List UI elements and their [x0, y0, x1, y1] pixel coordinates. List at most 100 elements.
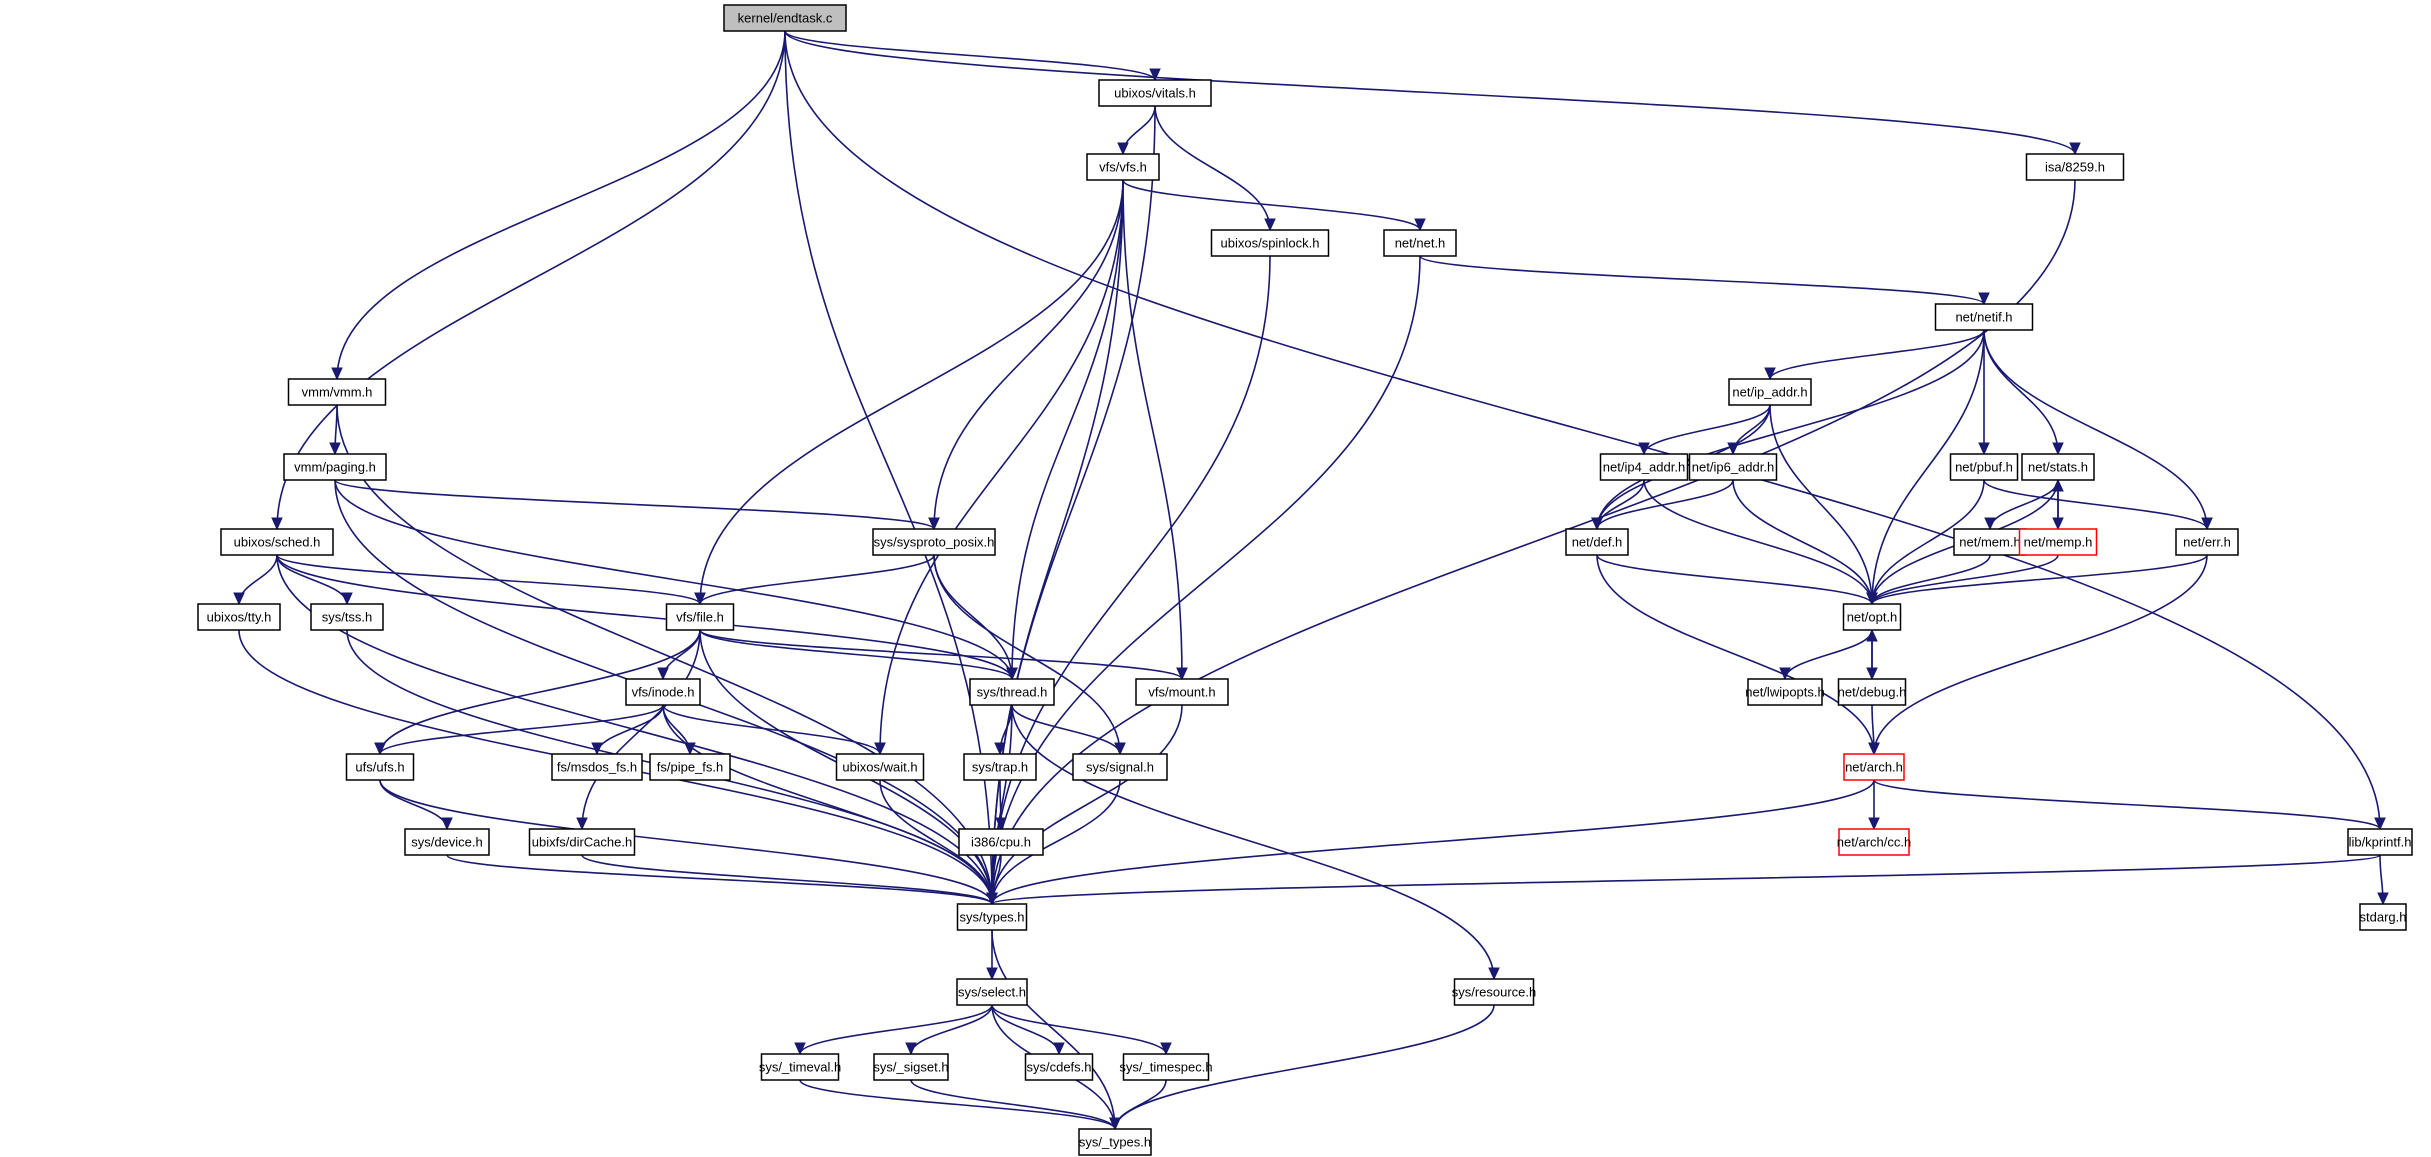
node-box[interactable] — [1599, 453, 1689, 481]
node-types[interactable]: sys/types.h — [956, 903, 1028, 931]
node-box[interactable] — [2025, 153, 2125, 181]
node-box[interactable] — [2021, 453, 2095, 481]
node-box[interactable] — [1934, 303, 2034, 331]
node-box[interactable] — [1953, 528, 2027, 556]
node-paging[interactable]: vmm/paging.h — [283, 453, 387, 481]
node-netif[interactable]: net/netif.h — [1934, 303, 2034, 331]
node-cdefs[interactable]: sys/cdefs.h — [1024, 1053, 1094, 1081]
node-mount[interactable]: vfs/mount.h — [1135, 678, 1229, 706]
node-sigset[interactable]: sys/_sigset.h — [873, 1053, 949, 1081]
node-netnet[interactable]: net/net.h — [1383, 229, 1457, 257]
node-box[interactable] — [1122, 1053, 1210, 1081]
node-box[interactable] — [760, 1053, 840, 1081]
node-tss[interactable]: sys/tss.h — [310, 603, 384, 631]
node-box[interactable] — [2359, 903, 2407, 931]
node-stdarg[interactable]: stdarg.h — [2359, 903, 2407, 931]
node-isa8259[interactable]: isa/8259.h — [2025, 153, 2125, 181]
node-box[interactable] — [283, 453, 387, 481]
node-box[interactable] — [2347, 828, 2413, 856]
node-vmm[interactable]: vmm/vmm.h — [287, 378, 387, 406]
node-lwipopts[interactable]: net/lwipopts.h — [1745, 678, 1825, 706]
node-_types[interactable]: sys/_types.h — [1078, 1128, 1152, 1156]
node-box[interactable] — [1072, 753, 1168, 781]
node-dircache[interactable]: ubixfs/dirCache.h — [528, 828, 636, 856]
node-box[interactable] — [1842, 603, 1902, 631]
node-box[interactable] — [1565, 528, 1629, 556]
node-box[interactable] — [310, 603, 384, 631]
node-resource[interactable]: sys/resource.h — [1452, 978, 1537, 1006]
node-box[interactable] — [956, 903, 1028, 931]
node-arch[interactable]: net/arch.h — [1843, 753, 1905, 781]
node-neterr[interactable]: net/err.h — [2175, 528, 2239, 556]
node-box[interactable] — [1949, 453, 2019, 481]
node-box[interactable] — [625, 678, 701, 706]
node-debug[interactable]: net/debug.h — [1837, 678, 1907, 706]
node-endtask[interactable]: kernel/endtask.c — [723, 4, 847, 32]
node-timeval[interactable]: sys/_timeval.h — [759, 1053, 841, 1081]
node-box[interactable] — [1453, 978, 1535, 1006]
node-cpu[interactable]: i386/cpu.h — [958, 828, 1044, 856]
node-msdos[interactable]: fs/msdos_fs.h — [551, 753, 643, 781]
node-sysproto[interactable]: sys/sysproto_posix.h — [872, 528, 996, 556]
node-box[interactable] — [969, 678, 1055, 706]
node-box[interactable] — [1747, 678, 1823, 706]
node-ufs[interactable]: ufs/ufs.h — [345, 753, 415, 781]
node-box[interactable] — [2018, 528, 2098, 556]
node-box[interactable] — [1210, 229, 1330, 257]
node-ip4addr[interactable]: net/ip4_addr.h — [1599, 453, 1689, 481]
node-box[interactable] — [287, 378, 387, 406]
node-box[interactable] — [1135, 678, 1229, 706]
node-box[interactable] — [1837, 678, 1907, 706]
node-inode[interactable]: vfs/inode.h — [625, 678, 701, 706]
node-box[interactable] — [197, 603, 281, 631]
node-netdef[interactable]: net/def.h — [1565, 528, 1629, 556]
node-pbuf[interactable]: net/pbuf.h — [1949, 453, 2019, 481]
node-thread[interactable]: sys/thread.h — [969, 678, 1055, 706]
node-box[interactable] — [723, 4, 847, 32]
node-box[interactable] — [345, 753, 415, 781]
node-device[interactable]: sys/device.h — [404, 828, 490, 856]
node-box[interactable] — [220, 528, 334, 556]
node-archcc[interactable]: net/arch/cc.h — [1837, 828, 1911, 856]
node-box[interactable] — [1843, 753, 1905, 781]
node-box[interactable] — [873, 1053, 949, 1081]
node-box[interactable] — [404, 828, 490, 856]
node-spinlock[interactable]: ubixos/spinlock.h — [1210, 229, 1330, 257]
node-netopt[interactable]: net/opt.h — [1842, 603, 1902, 631]
node-box[interactable] — [649, 753, 731, 781]
node-box[interactable] — [835, 753, 925, 781]
node-file[interactable]: vfs/file.h — [665, 603, 735, 631]
node-vitals[interactable]: ubixos/vitals.h — [1098, 79, 1212, 107]
node-wait[interactable]: ubixos/wait.h — [835, 753, 925, 781]
node-box[interactable] — [956, 978, 1028, 1006]
node-box[interactable] — [1024, 1053, 1094, 1081]
node-box[interactable] — [1728, 378, 1812, 406]
node-ip6addr[interactable]: net/ip6_addr.h — [1688, 453, 1778, 481]
node-select[interactable]: sys/select.h — [956, 978, 1028, 1006]
node-sched[interactable]: ubixos/sched.h — [220, 528, 334, 556]
node-box[interactable] — [1383, 229, 1457, 257]
node-box[interactable] — [665, 603, 735, 631]
node-box[interactable] — [958, 828, 1044, 856]
node-box[interactable] — [1098, 79, 1212, 107]
node-box[interactable] — [551, 753, 643, 781]
node-ipaddr[interactable]: net/ip_addr.h — [1728, 378, 1812, 406]
node-pipefs[interactable]: fs/pipe_fs.h — [649, 753, 731, 781]
node-signal[interactable]: sys/signal.h — [1072, 753, 1168, 781]
node-box[interactable] — [1838, 828, 1910, 856]
node-netmem[interactable]: net/mem.h — [1953, 528, 2027, 556]
node-stats[interactable]: net/stats.h — [2021, 453, 2095, 481]
node-kprintf[interactable]: lib/kprintf.h — [2347, 828, 2413, 856]
node-box[interactable] — [1688, 453, 1778, 481]
node-memp[interactable]: net/memp.h — [2018, 528, 2098, 556]
node-timespec[interactable]: sys/_timespec.h — [1119, 1053, 1213, 1081]
node-box[interactable] — [2175, 528, 2239, 556]
node-tty[interactable]: ubixos/tty.h — [197, 603, 281, 631]
node-box[interactable] — [963, 753, 1037, 781]
node-vfs[interactable]: vfs/vfs.h — [1086, 153, 1160, 181]
node-box[interactable] — [528, 828, 636, 856]
node-box[interactable] — [872, 528, 996, 556]
node-box[interactable] — [1086, 153, 1160, 181]
node-box[interactable] — [1078, 1128, 1152, 1156]
node-trap[interactable]: sys/trap.h — [963, 753, 1037, 781]
